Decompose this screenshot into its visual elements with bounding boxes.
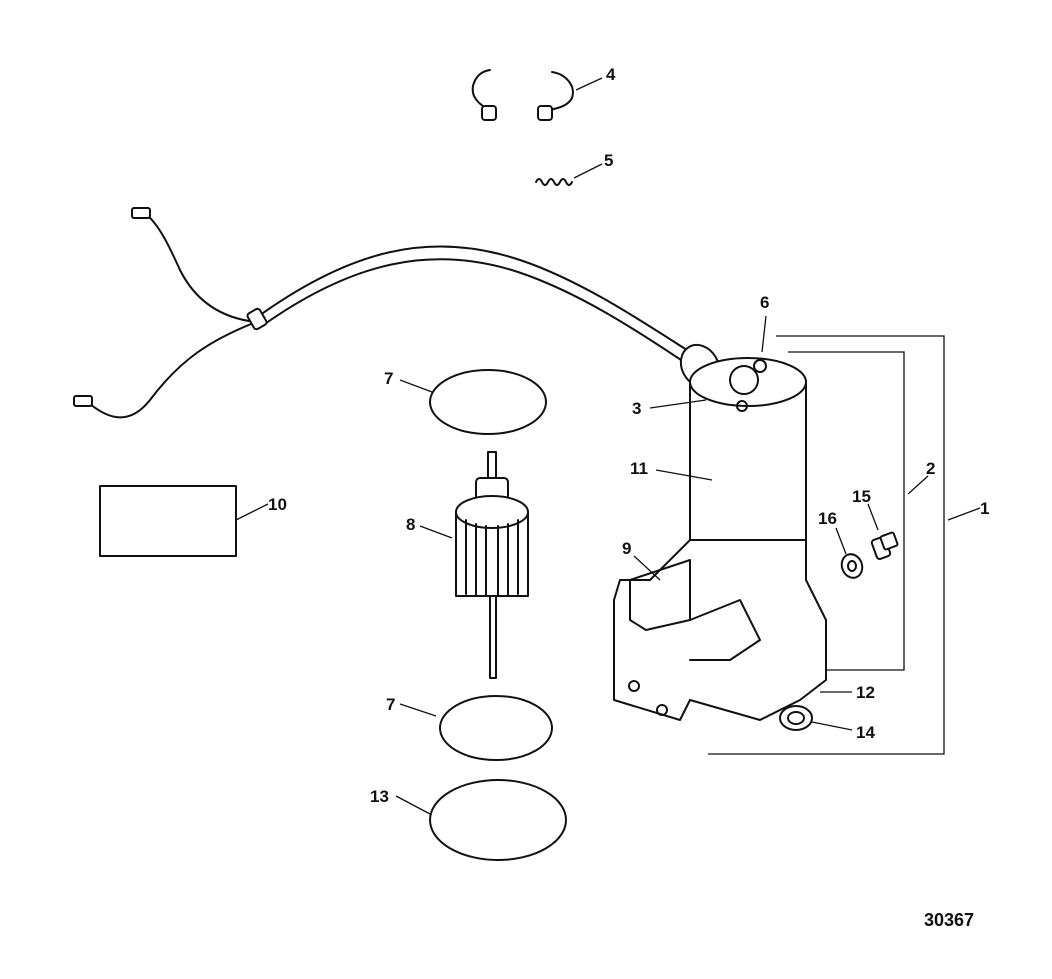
- part-15-screw: [870, 531, 899, 560]
- leader-lines: [235, 77, 981, 815]
- callout-14: 14: [856, 723, 875, 742]
- callout-3: 3: [632, 399, 641, 418]
- part-10-decal: [99, 485, 237, 557]
- callout-6: 6: [760, 293, 769, 312]
- callout-4: 4: [606, 65, 616, 84]
- assembly-bracket-lines: [708, 335, 945, 755]
- part-13-o-ring: [429, 779, 567, 861]
- callout-5: 5: [604, 151, 613, 170]
- callout-2: 2: [926, 459, 935, 478]
- part-5-spring: [535, 178, 573, 186]
- part-11-motor-housing: [73, 207, 827, 731]
- figure-number: 30367: [924, 910, 974, 930]
- callout-13: 13: [370, 787, 389, 806]
- callout-7: 7: [384, 369, 393, 388]
- part-8-armature: [455, 451, 529, 679]
- callout-10: 10: [268, 495, 287, 514]
- callout-1: 1: [980, 499, 989, 518]
- callout-12: 12: [856, 683, 875, 702]
- callout-9: 9: [622, 539, 631, 558]
- callout-labels: 4 5 6 7 3 11 2 15 1 16 10 8 9 12 7 14 13: [268, 65, 989, 806]
- part-7-o-ring-upper: [429, 369, 547, 435]
- callout-15: 15: [852, 487, 871, 506]
- part-4-wire-clips: [471, 69, 574, 121]
- callout-16: 16: [818, 509, 837, 528]
- part-7-o-ring-lower: [439, 695, 553, 761]
- callout-8: 8: [406, 515, 415, 534]
- part-16-washer: [840, 553, 864, 579]
- callout-11: 11: [630, 459, 648, 478]
- callout-7: 7: [386, 695, 395, 714]
